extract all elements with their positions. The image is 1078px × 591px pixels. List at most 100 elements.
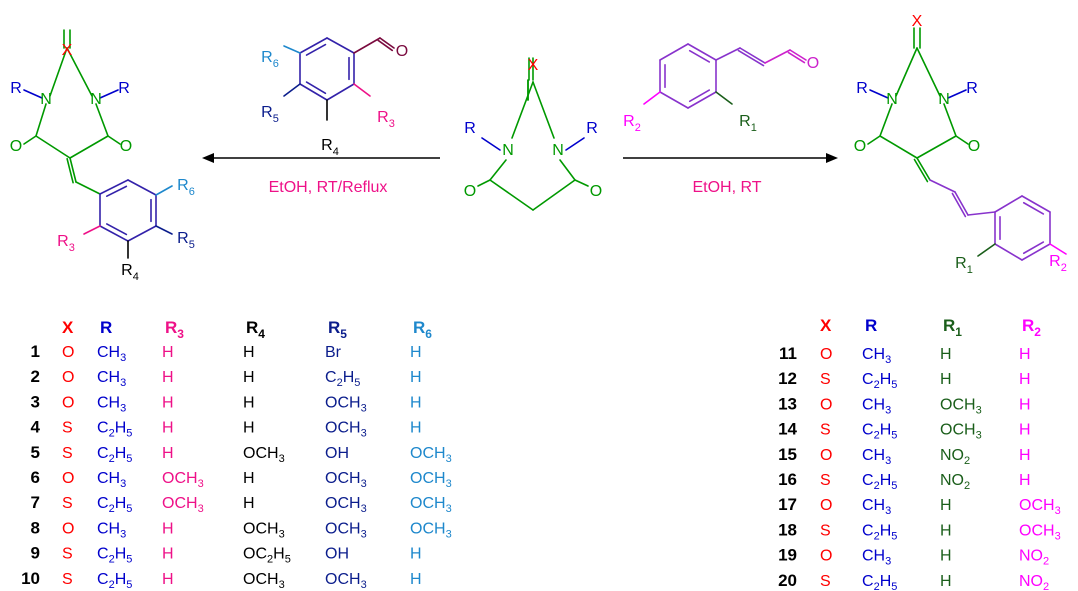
aromatic-bond [688, 49, 711, 63]
bond [559, 159, 576, 181]
cell-r: CH3 [97, 520, 126, 540]
cell-x: S [820, 522, 831, 539]
cell-x: S [820, 371, 831, 388]
cell-r: C2H5 [97, 571, 132, 591]
cell-r: CH3 [862, 447, 891, 467]
compound-number: 14 [778, 420, 797, 439]
cell-r6: OCH3 [410, 445, 452, 465]
bond [83, 225, 101, 235]
aromatic-bond [305, 43, 327, 56]
cell-r5: OCH3 [325, 420, 367, 440]
bond [967, 211, 996, 216]
right-conditions: EtOH, RT [692, 179, 761, 196]
cell-x: S [820, 422, 831, 439]
cell-r2: H [1019, 422, 1031, 439]
o-atom: O [854, 138, 866, 155]
cell-r: C2H5 [97, 495, 132, 515]
cell-r6: H [410, 394, 422, 411]
cell-x: O [62, 520, 74, 537]
cell-r6: H [410, 546, 422, 563]
bond [35, 135, 71, 159]
compound-number: 15 [778, 445, 797, 464]
bond [565, 137, 585, 151]
cell-x: S [62, 420, 73, 437]
cell-r1: H [940, 573, 952, 590]
ring-bond [994, 195, 1023, 213]
bond [947, 89, 967, 99]
bond [66, 47, 93, 97]
cell-r3: H [162, 445, 174, 462]
cell-r4: H [243, 394, 255, 411]
cell-r4: OCH3 [243, 520, 285, 540]
cell-r5: OH [325, 445, 349, 462]
cell-r3: H [162, 520, 174, 537]
o-atom: O [120, 138, 132, 155]
n-atom: N [40, 91, 52, 108]
bond [155, 185, 173, 196]
header-r3: R3 [165, 318, 184, 341]
aromatic-bond [1022, 201, 1045, 215]
compound-number: 18 [778, 520, 797, 539]
bond [23, 89, 43, 99]
o-atom: O [807, 55, 819, 72]
o-atom: O [396, 43, 408, 60]
header-r1: R1 [943, 316, 962, 339]
bond [977, 243, 996, 257]
bond [481, 137, 501, 151]
compound-number: 13 [778, 394, 797, 413]
compound-number: 3 [31, 392, 40, 411]
ring-bond [299, 37, 328, 54]
bond [49, 47, 68, 97]
cell-r2: OCH3 [1019, 497, 1061, 517]
ring-bond [1021, 243, 1051, 261]
cell-r5: OH [325, 546, 349, 563]
bond [353, 37, 381, 54]
bond [895, 47, 918, 97]
cell-r2: H [1019, 346, 1031, 363]
bond [916, 47, 941, 97]
cell-r1: OCH3 [940, 422, 982, 442]
bond [532, 179, 576, 211]
cell-r5: OCH3 [325, 470, 367, 490]
bond [643, 91, 661, 105]
cell-r3: H [162, 369, 174, 386]
r4-label: R4 [321, 137, 339, 158]
o-atom: O [464, 183, 476, 200]
r1-label: R1 [739, 113, 757, 134]
cell-r3: H [162, 344, 174, 361]
cell-r2: H [1019, 371, 1031, 388]
r-label: R [118, 80, 130, 97]
cell-r: CH3 [97, 470, 126, 490]
cell-r1: H [940, 346, 952, 363]
n-atom: N [938, 91, 950, 108]
bond [489, 159, 507, 181]
double-bond [951, 192, 967, 218]
arrows [202, 153, 838, 163]
cell-r: CH3 [97, 344, 126, 364]
double-bond [737, 49, 765, 67]
cell-r2: H [1019, 472, 1031, 489]
cell-x: O [62, 470, 74, 487]
compound-number: 10 [21, 569, 40, 588]
r-label: R [10, 80, 22, 97]
ring-bond [127, 179, 157, 196]
conditions: EtOH, RT/Reflux EtOH, RT [269, 179, 762, 196]
bond [574, 179, 589, 187]
cell-x: S [820, 472, 831, 489]
compound-number: 7 [31, 493, 40, 512]
double-bond [379, 37, 395, 49]
cell-r: C2H5 [862, 371, 897, 391]
cell-r: C2H5 [862, 422, 897, 442]
bond [69, 135, 109, 159]
compound-number: 20 [778, 571, 797, 590]
left-conditions: EtOH, RT/Reflux [269, 179, 388, 196]
bond [107, 135, 121, 145]
r1-label: R1 [955, 255, 973, 276]
ring-bond [99, 179, 129, 195]
cell-x: O [820, 548, 832, 565]
cell-r2: H [1019, 396, 1031, 413]
r-label: R [966, 80, 978, 97]
double-bond [69, 157, 77, 183]
